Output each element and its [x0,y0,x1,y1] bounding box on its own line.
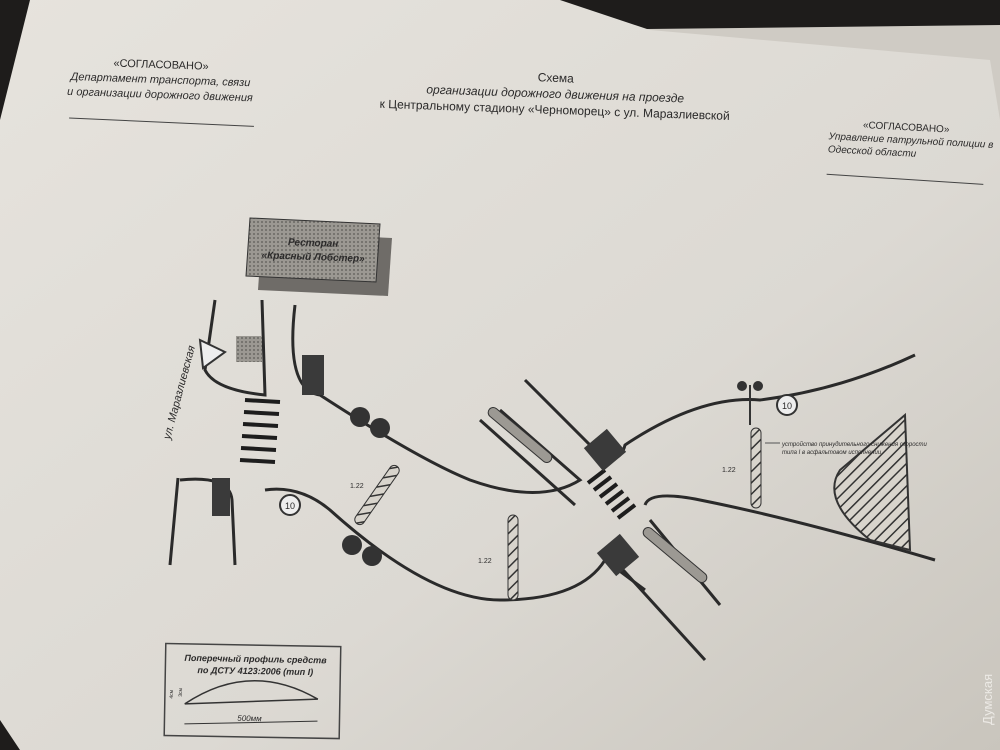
right-approval-heading: «СОГЛАСОВАНО» [863,120,950,136]
restaurant-building: Ресторан «Красный Лобстер» [245,217,392,296]
signature-line-left [69,117,254,127]
restaurant-name-line2: «Красный Лобстер» [261,249,365,265]
left-approval-heading: «СОГЛАСОВАНО» [113,57,209,72]
restaurant-name-line1: Ресторан [288,237,339,250]
traffic-signs: 10 10 [198,336,798,577]
title-line1: Схема [538,70,575,85]
speed-limit-sign-1: 10 [285,501,295,511]
profile-box: Поперечный профиль средств по ДСТУ 4123:… [163,642,342,740]
marking-label-3: 1.22 [722,467,736,474]
annotation-line2: типа I в асфальтовом исполнении [782,450,882,456]
speed-limit-sign-2: 10 [782,401,792,411]
watermark: Думская [980,674,995,725]
profile-title1: Поперечный профиль средств [184,653,327,665]
profile-height-outer: 4см [169,689,175,698]
profile-title2: по ДСТУ 4123:2006 (тип I) [197,665,313,677]
profile-height-inner: 3см [178,687,184,696]
crosswalks [239,398,637,520]
annotation-line1: устройство принудительного снижения скор… [781,441,928,448]
right-approval-line2: Одесской области [828,143,917,160]
marking-label-1: 1.22 [350,483,364,490]
marking-label-2: 1.22 [478,558,492,565]
profile-width: 500мм [237,714,262,723]
speed-bumps [354,407,762,601]
signature-line-right [826,173,984,185]
hatched-area [833,412,912,552]
